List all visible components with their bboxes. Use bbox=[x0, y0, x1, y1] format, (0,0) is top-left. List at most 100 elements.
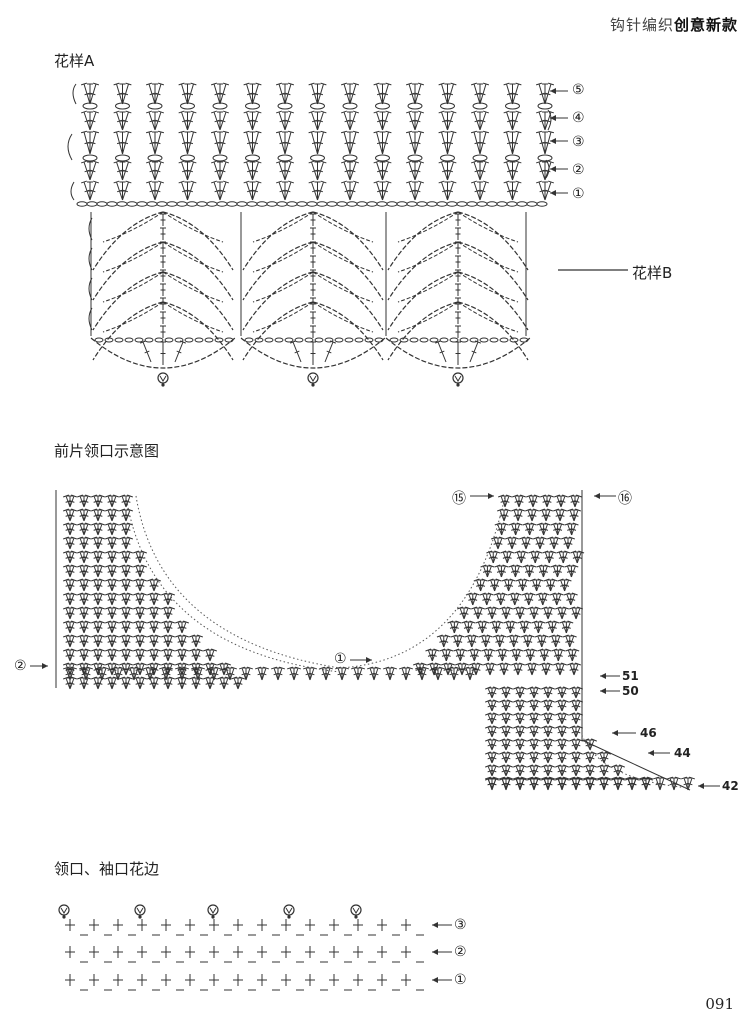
chain-arc bbox=[92, 301, 164, 361]
dc-top bbox=[547, 180, 555, 184]
chain-arc bbox=[312, 211, 374, 243]
dc-top bbox=[438, 82, 445, 86]
dc-top bbox=[491, 662, 497, 666]
dc-top bbox=[308, 180, 315, 184]
chain-stitch bbox=[342, 154, 358, 162]
dc-top bbox=[572, 522, 579, 526]
dc-top bbox=[453, 648, 460, 652]
dc-top bbox=[210, 180, 218, 184]
dc-top bbox=[77, 550, 83, 554]
dc-crossbar bbox=[415, 119, 421, 123]
chain-stitch bbox=[294, 337, 304, 343]
dc-top bbox=[119, 606, 125, 610]
dc-top bbox=[563, 699, 569, 703]
dc-top bbox=[515, 592, 522, 596]
dc-top bbox=[71, 494, 77, 498]
dc-crossbar bbox=[475, 668, 481, 671]
row5-arrow-head bbox=[550, 88, 556, 94]
dc-top bbox=[105, 550, 111, 554]
scallop-edge bbox=[240, 337, 386, 369]
dc-top bbox=[133, 564, 139, 568]
dc-top bbox=[85, 550, 91, 554]
turning-chain bbox=[72, 83, 77, 105]
dc-crossbar bbox=[574, 500, 580, 503]
dc-top bbox=[133, 648, 139, 652]
dc-crossbar bbox=[155, 169, 161, 173]
edge-marker-2: ② bbox=[454, 944, 467, 960]
dc-crossbar bbox=[279, 169, 285, 173]
chain-stitch bbox=[344, 337, 354, 343]
dc-top bbox=[546, 536, 553, 540]
dc-top bbox=[542, 634, 549, 638]
dc-top bbox=[238, 666, 246, 670]
dc-crossbar bbox=[546, 500, 552, 503]
dc-top bbox=[533, 662, 539, 666]
row-marker-1: ① bbox=[572, 186, 585, 202]
dc-crossbar bbox=[529, 528, 535, 531]
dc-top bbox=[189, 676, 195, 680]
dc-top bbox=[515, 130, 522, 134]
chain-arc bbox=[312, 211, 384, 271]
chain-stitch bbox=[245, 102, 260, 110]
dc-crossbar bbox=[480, 141, 486, 145]
dc-top bbox=[190, 130, 197, 134]
dc-top bbox=[71, 592, 77, 596]
dc-crossbar bbox=[474, 169, 480, 173]
dc-crossbar bbox=[569, 640, 575, 643]
dc-top bbox=[157, 82, 165, 86]
dc-crossbar bbox=[545, 514, 551, 517]
dc-top bbox=[550, 550, 557, 554]
dc-top bbox=[503, 130, 510, 134]
dc-crossbar bbox=[122, 119, 129, 123]
dc-top bbox=[175, 662, 181, 666]
chain-arc bbox=[312, 241, 374, 273]
dc-top bbox=[91, 536, 97, 540]
dc-top bbox=[145, 110, 153, 114]
dc-crossbar bbox=[445, 654, 451, 657]
dc-crossbar bbox=[534, 556, 540, 559]
dc-top bbox=[488, 564, 495, 568]
dc-crossbar bbox=[512, 119, 519, 123]
dc-top bbox=[275, 160, 283, 164]
chain-stitch bbox=[407, 154, 423, 162]
chain-arc bbox=[312, 301, 374, 333]
dc-crossbar bbox=[561, 691, 567, 695]
dc-crossbar bbox=[83, 654, 89, 657]
dc-top bbox=[77, 620, 83, 624]
chain-stitch bbox=[364, 337, 374, 343]
dc-top bbox=[99, 564, 105, 568]
dc-top bbox=[512, 536, 519, 540]
dc-top bbox=[80, 110, 88, 114]
chain-stitch bbox=[277, 154, 293, 162]
dc-top bbox=[190, 110, 197, 114]
dc-crossbar bbox=[125, 668, 131, 671]
dc-crossbar bbox=[571, 528, 577, 531]
chain-stitch bbox=[505, 102, 520, 110]
dc-top bbox=[479, 606, 486, 610]
dc-crossbar bbox=[415, 189, 421, 193]
dc-top bbox=[275, 130, 283, 134]
dc-crossbar bbox=[325, 672, 331, 676]
dc-crossbar bbox=[405, 672, 411, 676]
dc-top bbox=[557, 592, 564, 596]
dc-top bbox=[522, 550, 529, 554]
dc-top bbox=[127, 578, 133, 582]
dc-top bbox=[214, 666, 222, 670]
dc-top bbox=[570, 550, 577, 554]
dc-top bbox=[243, 180, 250, 184]
dc-crossbar bbox=[543, 528, 549, 531]
chain-arc bbox=[457, 211, 529, 271]
dc-top bbox=[230, 666, 238, 670]
dc-top bbox=[544, 564, 551, 568]
dc-crossbar bbox=[515, 654, 521, 657]
dc-top bbox=[77, 564, 83, 568]
dc-top bbox=[119, 648, 125, 652]
dc-crossbar bbox=[69, 556, 75, 559]
dc-top bbox=[119, 536, 125, 540]
dc-top bbox=[127, 564, 133, 568]
dc-crossbar bbox=[90, 189, 96, 193]
dc-crossbar bbox=[467, 626, 473, 629]
dc-top bbox=[157, 180, 165, 184]
book-header: 钩针编织创意新款 bbox=[610, 14, 738, 35]
dc-top bbox=[435, 662, 441, 666]
